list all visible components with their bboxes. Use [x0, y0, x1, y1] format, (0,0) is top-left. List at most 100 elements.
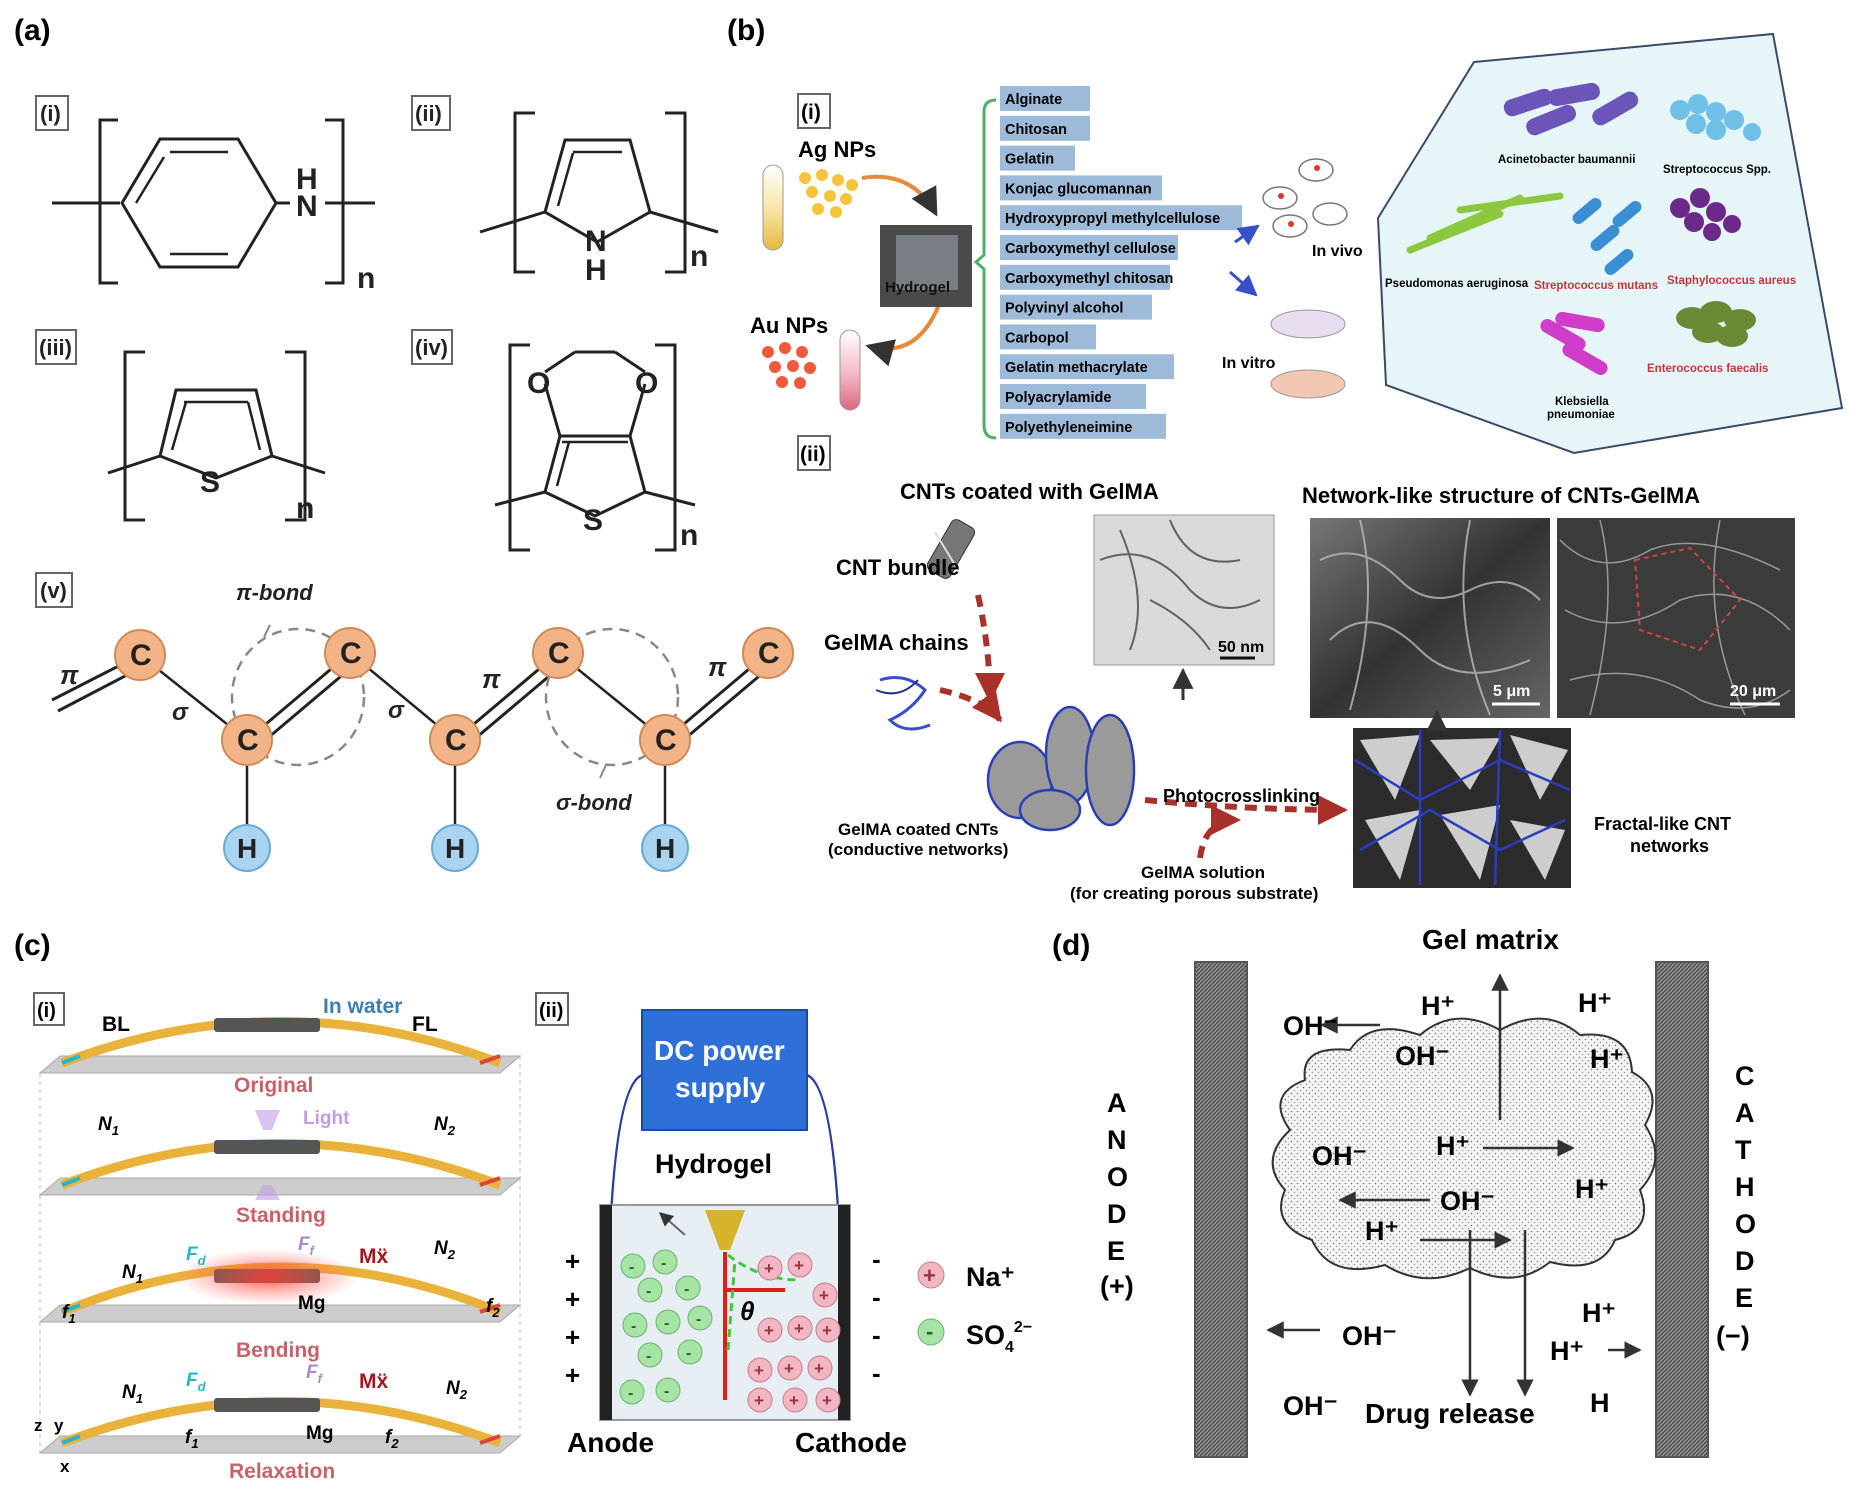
cathode-plate — [838, 1205, 850, 1420]
svg-text:C: C — [758, 637, 780, 670]
sodium-ion — [815, 1387, 841, 1413]
svg-text:Ag NPs: Ag NPs — [798, 137, 876, 162]
svg-text:f1: f1 — [62, 1302, 76, 1326]
atoms-carbon — [114, 627, 794, 766]
panel-a — [35, 95, 794, 872]
polymer-label: Gelatin methacrylate — [1005, 360, 1148, 376]
polymer-label: Polyethyleneimine — [1005, 420, 1132, 436]
svg-text:-: - — [646, 1348, 651, 1365]
svg-text:+: + — [789, 1391, 799, 1410]
polymer-box — [1000, 175, 1162, 201]
cathode-letter: A — [1735, 1098, 1755, 1128]
svg-text:H⁺: H⁺ — [1550, 1336, 1584, 1366]
svg-text:In vitro: In vitro — [1222, 355, 1276, 372]
panel-c-i: (i) BL FL In water Original Light Standi… — [33, 992, 522, 1483]
polymer-label: Carbopol — [1005, 330, 1069, 346]
panel-b-bottom: CNTs coated with GelMA Network-like stru… — [824, 479, 1795, 903]
svg-text:N2: N2 — [446, 1378, 468, 1402]
svg-text:(+): (+) — [1100, 1271, 1134, 1301]
svg-text:CNTs coated with GelMA: CNTs coated with GelMA — [900, 479, 1159, 504]
sulfate-ion — [620, 1253, 646, 1279]
svg-text:Standing: Standing — [236, 1204, 326, 1227]
anode-letter: N — [1107, 1125, 1127, 1155]
svg-text:Fractal-like CNT: Fractal-like CNT — [1594, 814, 1731, 834]
svg-text:-: - — [686, 1345, 691, 1362]
svg-text:+: + — [794, 1256, 804, 1275]
sodium-ion — [787, 1315, 813, 1341]
polymer-box — [1000, 86, 1090, 111]
svg-text:H: H — [655, 833, 675, 864]
plus-sign: + — [565, 1360, 580, 1390]
svg-text:Network-like structure of CNTs: Network-like structure of CNTs-GelMA — [1302, 483, 1700, 508]
anode-electrode — [1194, 961, 1248, 1458]
svg-text:Na⁺: Na⁺ — [966, 1262, 1015, 1292]
sodium-ion — [787, 1252, 813, 1278]
svg-text:-: - — [664, 1315, 669, 1332]
svg-text:+: + — [794, 1319, 804, 1338]
cathode-letter: D — [1735, 1246, 1755, 1276]
svg-text:GelMA coated CNTs: GelMA coated CNTs — [838, 820, 999, 839]
svg-text:20 μm: 20 μm — [1730, 683, 1776, 700]
svg-text:Streptococcus mutans: Streptococcus mutans — [1534, 280, 1658, 292]
svg-text:(for creating porous substrate: (for creating porous substrate) — [1070, 884, 1318, 903]
test-tube-au — [839, 329, 861, 411]
svg-text:OH⁻: OH⁻ — [1342, 1321, 1397, 1351]
anode-signs: ++++ — [565, 1246, 580, 1390]
svg-text:H: H — [445, 833, 465, 864]
substrate-plate — [38, 1055, 522, 1074]
svg-text:CNT bundle: CNT bundle — [836, 555, 959, 580]
svg-text:+: + — [764, 1259, 774, 1278]
svg-text:-: - — [646, 1283, 651, 1300]
svg-text:N2: N2 — [434, 1114, 456, 1138]
anode-letter: D — [1107, 1199, 1127, 1229]
svg-text:-: - — [631, 1318, 636, 1335]
petri-dishes — [1270, 309, 1346, 399]
actuator-patch — [214, 1018, 320, 1032]
svg-text:Original: Original — [234, 1074, 313, 1097]
cathode-letter: E — [1735, 1283, 1753, 1313]
panel-c-label: (c) — [14, 929, 51, 962]
svg-text:Streptococcus Spp.: Streptococcus Spp. — [1663, 164, 1771, 176]
svg-text:Staphylococcus aureus: Staphylococcus aureus — [1667, 275, 1796, 287]
svg-text:C: C — [548, 637, 570, 670]
polymer-label: Polyvinyl alcohol — [1005, 301, 1123, 317]
anode-letter: E — [1107, 1236, 1125, 1266]
sulfate-ion — [622, 1312, 648, 1338]
minus-sign: - — [872, 1282, 881, 1312]
cathode-letter: T — [1735, 1135, 1752, 1165]
svg-text:H: H — [296, 163, 318, 196]
svg-text:N: N — [296, 190, 318, 223]
sodium-ion — [815, 1317, 841, 1343]
plus-sign: + — [565, 1322, 580, 1352]
svg-text:Hydrogel: Hydrogel — [885, 279, 950, 296]
svg-text:FL: FL — [412, 1013, 438, 1036]
svg-text:N1: N1 — [98, 1114, 119, 1138]
substrate-plate — [38, 1435, 522, 1454]
svg-text:BL: BL — [102, 1013, 130, 1036]
panel-b-top: (i) (ii) Ag NPs Au NPs Hydrogel Alginate… — [750, 32, 1844, 471]
svg-text:SO42−: SO42− — [966, 1319, 1032, 1356]
cathode-letter: C — [1735, 1061, 1755, 1091]
svg-text:(ii): (ii) — [415, 101, 442, 126]
bacteria-illustrations — [1406, 82, 1761, 375]
svg-text:C: C — [340, 637, 362, 670]
svg-text:Relaxation: Relaxation — [229, 1460, 335, 1483]
svg-text:H⁺: H⁺ — [1575, 1174, 1609, 1204]
panel-a-text: (i) (ii) (iii) (iv) (v) H N n N H n S n … — [39, 101, 780, 864]
svg-text:O: O — [527, 367, 550, 400]
svg-text:θ: θ — [740, 1296, 755, 1326]
svg-text:σ: σ — [388, 697, 405, 724]
sem-image-5um — [1310, 518, 1550, 718]
structure-polypyrrole — [479, 111, 719, 274]
svg-text:+: + — [822, 1391, 832, 1410]
svg-text:OH⁻: OH⁻ — [1440, 1186, 1495, 1216]
svg-text:OH⁻: OH⁻ — [1395, 1041, 1450, 1071]
cathode-letter: H — [1735, 1172, 1755, 1202]
structure-polythiophene — [107, 350, 326, 522]
svg-text:Gel matrix: Gel matrix — [1422, 924, 1559, 955]
polymer-label: Carboxymethyl chitosan — [1005, 271, 1173, 287]
